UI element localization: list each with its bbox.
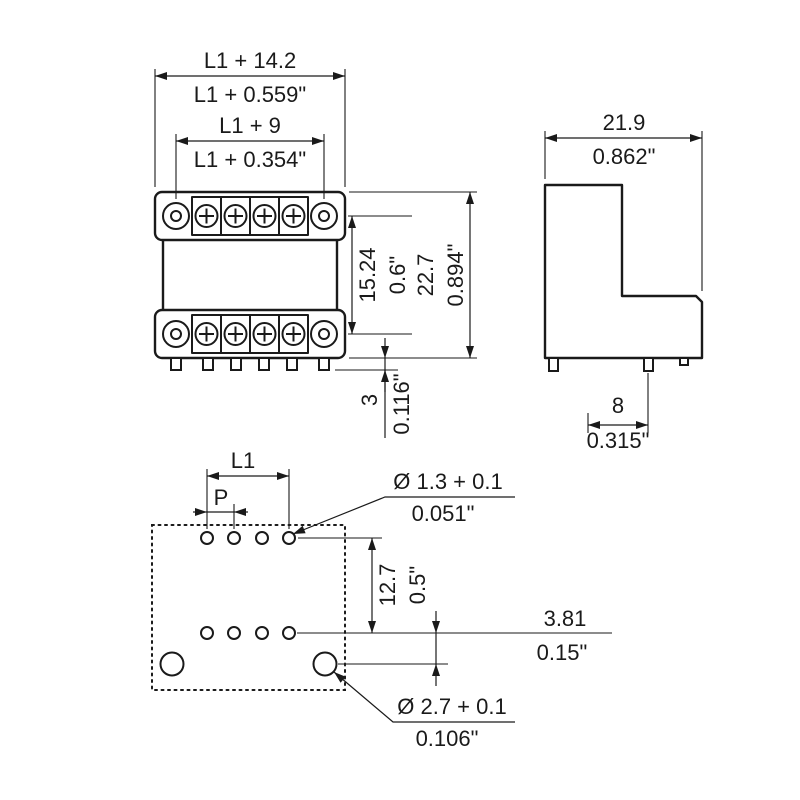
dim-label-inner-width-inch: L1 + 0.354" xyxy=(194,147,306,172)
footprint-small-holes-row1 xyxy=(200,531,296,545)
footprint-small-holes-row2 xyxy=(200,626,296,640)
terminal-screw xyxy=(252,322,277,346)
dim-front-outer-width: L1 + 14.2 L1 + 0.559" xyxy=(154,48,346,187)
dim-label-pin-offset-inch: 0.315" xyxy=(587,428,650,453)
side-view: 21.9 0.862" 8 0.315" xyxy=(543,110,704,453)
dim-label-pitch: P xyxy=(214,485,229,510)
terminal-screw xyxy=(223,204,248,228)
terminal-screw xyxy=(223,322,248,346)
mounting-hole-bottom-right xyxy=(310,320,338,348)
dim-label-depth-mm: 21.9 xyxy=(603,110,646,135)
dim-front-row-spacing: 15.24 0.6" xyxy=(348,215,412,335)
dim-side-depth: 21.9 0.862" xyxy=(544,110,703,291)
dim-label-row-spacing-inch: 0.6" xyxy=(385,256,410,294)
terminal-screw xyxy=(281,204,306,228)
front-housing-top-strip xyxy=(153,190,347,242)
dim-label-outer-width-inch: L1 + 0.559" xyxy=(194,82,306,107)
dim-label-row-spacing-mm: 15.24 xyxy=(355,247,380,302)
side-housing-outline xyxy=(543,183,704,360)
footprint-outline xyxy=(151,524,346,691)
callout-small-hole-dia: Ø 1.3 + 0.1 0.051" xyxy=(292,469,515,535)
dim-label-pin-length-mm: 3 xyxy=(357,394,382,406)
terminal-screw xyxy=(281,322,306,346)
dim-label-large-hole-inch: 0.106" xyxy=(416,726,479,751)
dim-footprint-hole-offset: 3.81 0.15" xyxy=(338,606,587,686)
dim-label-hole-offset-mm: 3.81 xyxy=(544,606,587,631)
dim-label-height-inch: 0.894" xyxy=(443,244,468,307)
dim-label-large-hole-mm: Ø 2.7 + 0.1 xyxy=(397,694,506,719)
dim-label-hole-offset-inch: 0.15" xyxy=(537,640,588,665)
dim-label-outer-width-mm: L1 + 14.2 xyxy=(204,48,296,73)
dim-label-depth-inch: 0.862" xyxy=(593,144,656,169)
front-solder-pins xyxy=(170,357,330,371)
dim-footprint-pitch: P xyxy=(193,485,248,529)
dim-label-pin-offset-mm: 8 xyxy=(612,393,624,418)
front-view: L1 + 14.2 L1 + 0.559" L1 + 9 L1 + 0.354"… xyxy=(153,48,477,438)
terminal-screw xyxy=(252,204,277,228)
callout-large-hole-dia: Ø 2.7 + 0.1 0.106" xyxy=(333,671,515,751)
mounting-hole-bottom-left xyxy=(162,320,190,348)
dim-label-inner-width-mm: L1 + 9 xyxy=(219,113,281,138)
dim-front-height: 22.7 0.894" xyxy=(349,191,477,359)
mounting-hole-top-right xyxy=(310,202,338,230)
terminal-row-top xyxy=(191,196,309,236)
mounting-hole-top-left xyxy=(162,202,190,230)
footprint-large-holes xyxy=(159,651,338,677)
terminal-screw xyxy=(194,204,219,228)
dim-side-pin-offset: 8 0.315" xyxy=(587,373,650,453)
dim-label-small-hole-mm: Ø 1.3 + 0.1 xyxy=(393,469,502,494)
side-solder-pins xyxy=(548,357,689,372)
terminal-screw xyxy=(194,322,219,346)
dim-label-small-hole-inch: 0.051" xyxy=(412,501,475,526)
dim-label-pin-length-inch: 0.116" xyxy=(389,373,414,434)
footprint-view: L1 P Ø 1.3 + 0.1 0.051" 12.7 0.5" xyxy=(151,448,612,751)
dim-front-pin-length: 3 0.116" xyxy=(335,338,414,438)
front-housing-bottom-strip xyxy=(153,308,347,360)
dim-front-inner-width: L1 + 9 L1 + 0.354" xyxy=(175,113,325,199)
dim-label-height-mm: 22.7 xyxy=(413,254,438,297)
dim-footprint-span: L1 xyxy=(206,448,290,529)
dim-label-fp-row-spacing-inch: 0.5" xyxy=(405,566,430,604)
dim-footprint-row-spacing: 12.7 0.5" xyxy=(297,537,612,634)
dim-label-fp-row-spacing-mm: 12.7 xyxy=(375,564,400,607)
terminal-row-bottom xyxy=(191,314,309,354)
dim-label-span: L1 xyxy=(231,448,255,473)
